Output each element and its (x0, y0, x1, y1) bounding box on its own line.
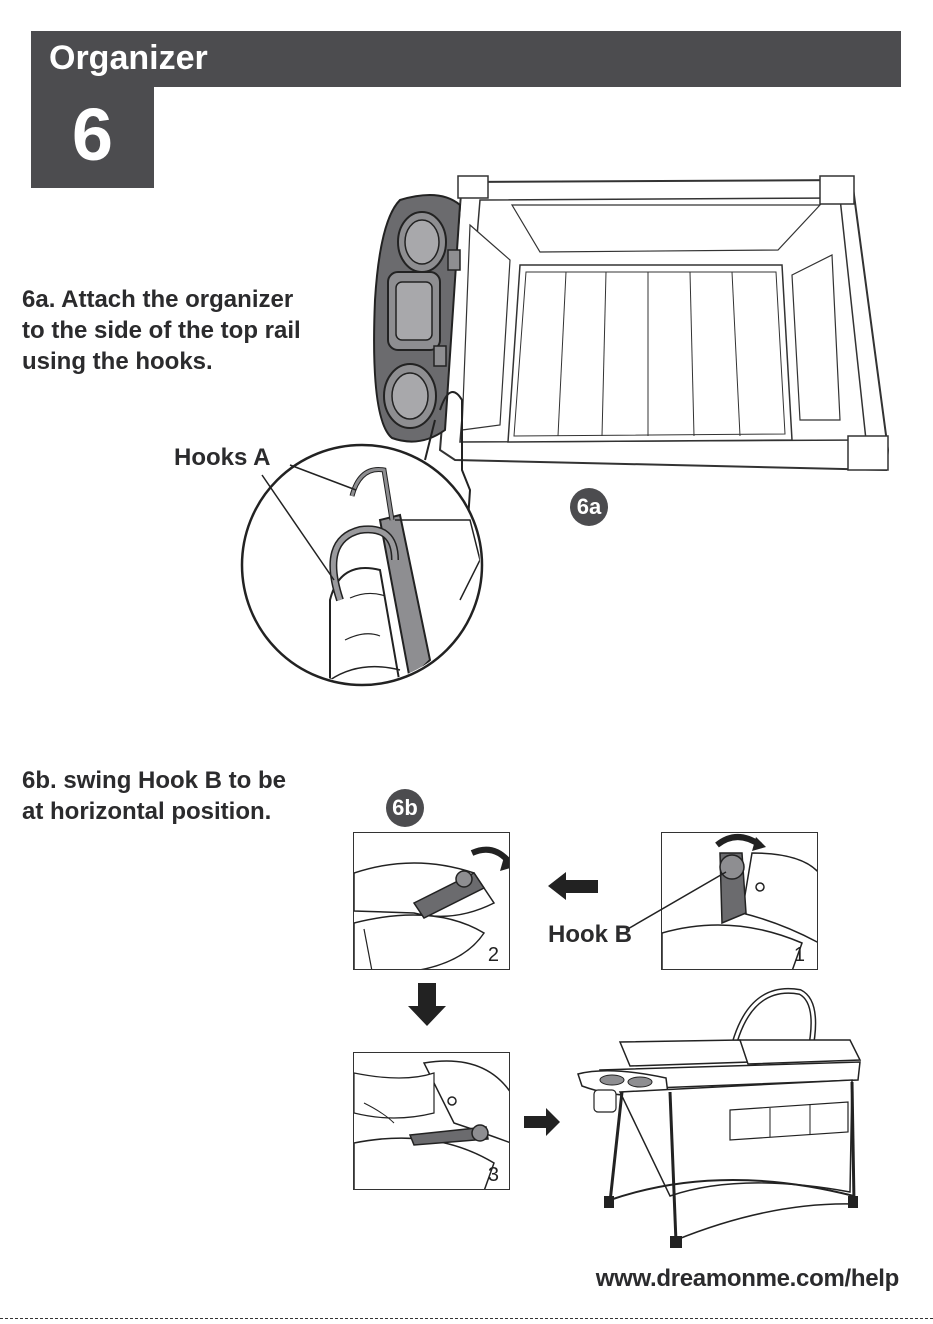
footer-divider (0, 1318, 933, 1319)
assembled-playard-illustration (570, 982, 870, 1252)
detail-panel-3: 3 (353, 1052, 510, 1190)
panel-3-number: 3 (488, 1164, 499, 1187)
help-url[interactable]: www.dreamonme.com/help (596, 1265, 899, 1293)
hook-b-label: Hook B (548, 921, 632, 949)
panel-3-illustration (354, 1053, 510, 1190)
